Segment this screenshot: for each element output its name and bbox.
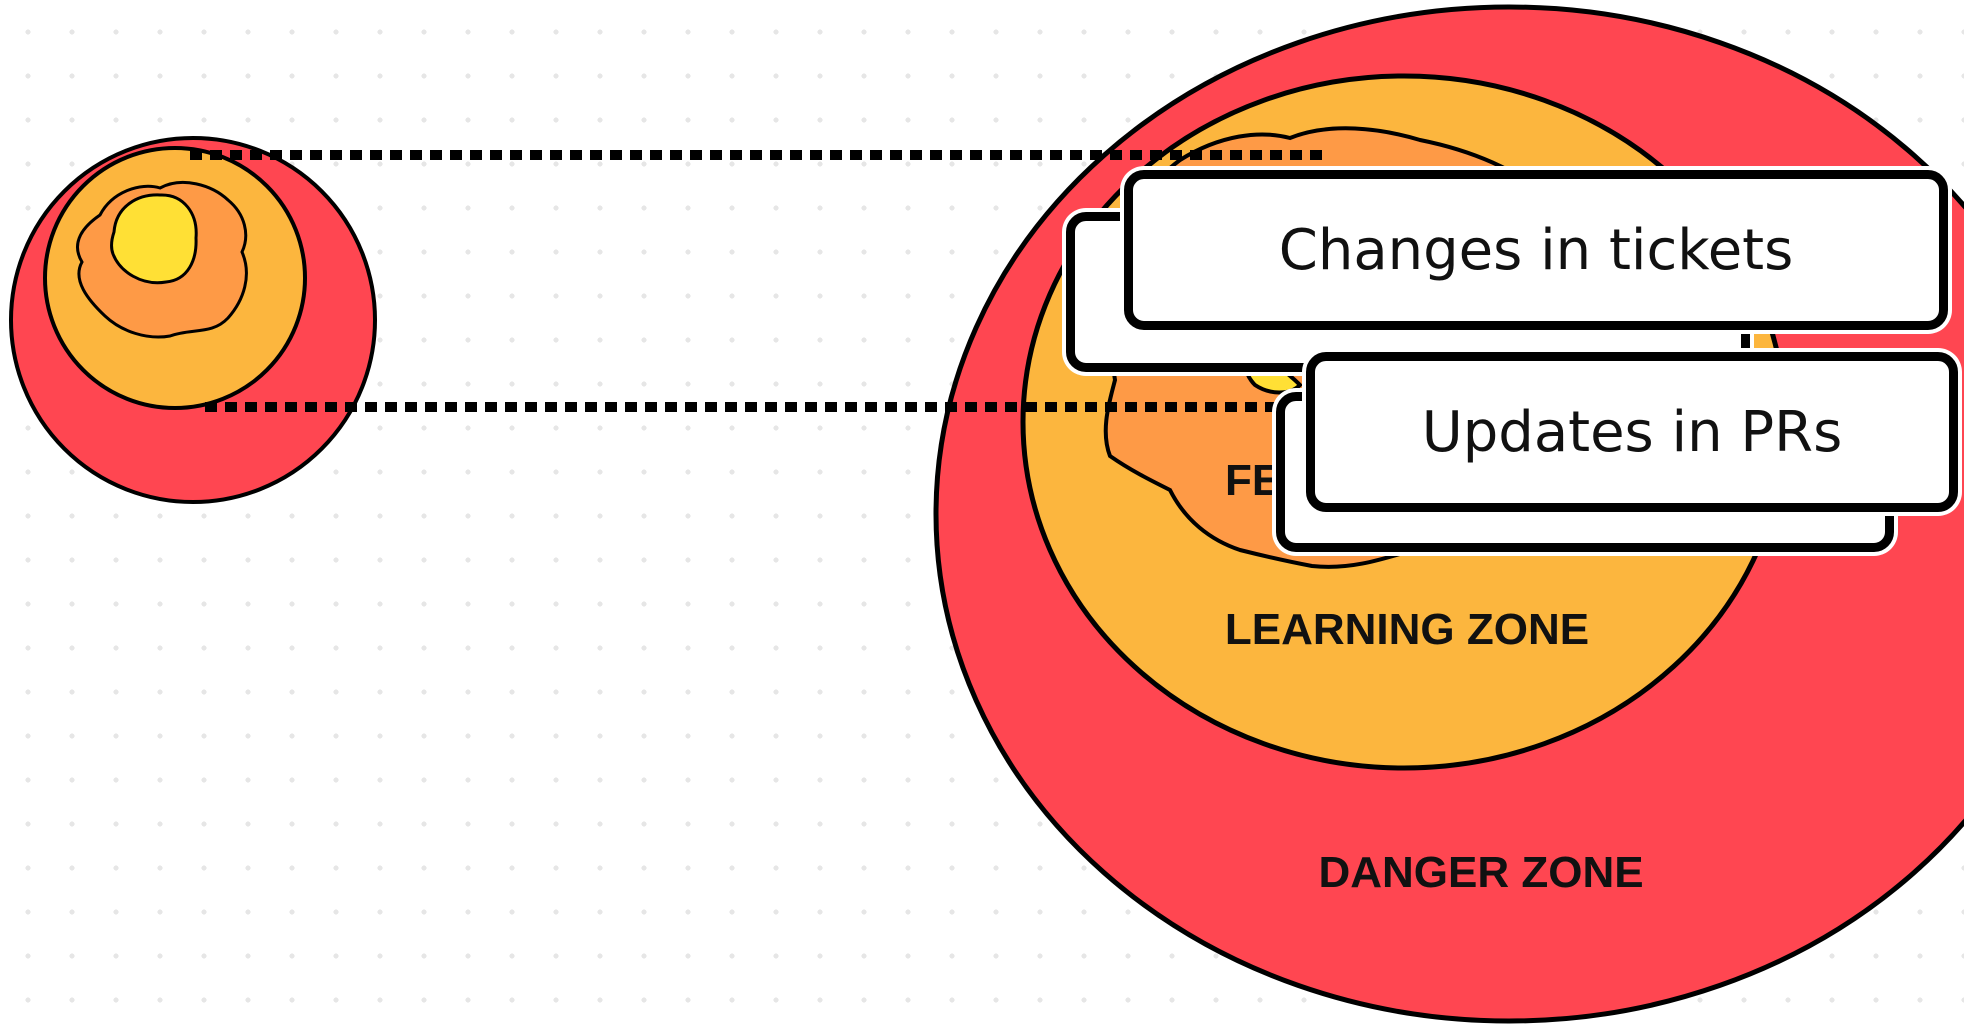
tickets-card-label: Changes in tickets bbox=[1278, 217, 1794, 283]
prs-card[interactable]: Updates in PRs bbox=[1306, 352, 1958, 512]
tickets-card[interactable]: Changes in tickets bbox=[1124, 170, 1948, 330]
learning-zone-label: LEARNING ZONE bbox=[1225, 605, 1589, 654]
small-comfort-blob bbox=[109, 193, 198, 285]
danger-zone-label: DANGER ZONE bbox=[1318, 848, 1643, 897]
prs-card-label: Updates in PRs bbox=[1421, 399, 1843, 465]
small-zone-model bbox=[9, 136, 377, 504]
